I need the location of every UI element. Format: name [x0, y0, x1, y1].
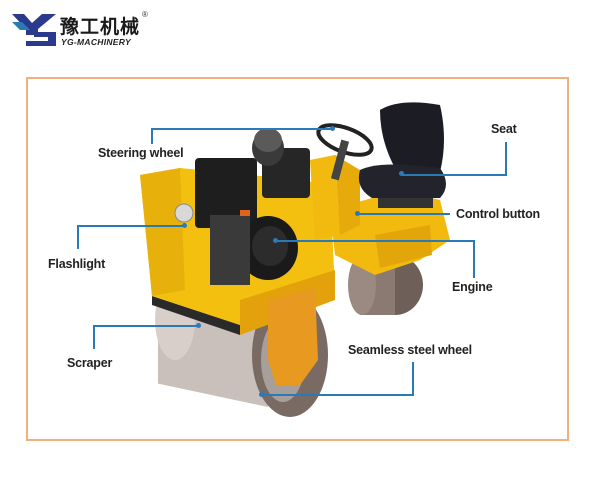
label-seat: Seat — [491, 122, 517, 136]
label-steering-wheel: Steering wheel — [98, 146, 184, 160]
brand-name-english: YG-MACHINERY — [61, 37, 132, 47]
leader-control-button — [358, 213, 450, 215]
anchor-dot-control — [355, 211, 360, 216]
leader-seat — [402, 142, 507, 176]
label-control-button: Control button — [456, 207, 540, 221]
steering-assembly — [316, 123, 374, 181]
label-scraper: Scraper — [67, 356, 113, 370]
anchor-dot-wheel — [259, 392, 264, 397]
label-flashlight: Flashlight — [48, 257, 106, 271]
brand-name-chinese: 豫工机械 — [60, 16, 141, 38]
label-engine: Engine — [452, 280, 493, 294]
leader-seamless-steel-wheel — [262, 362, 414, 396]
registered-mark: ® — [142, 10, 148, 19]
leader-flashlight — [77, 225, 186, 249]
leader-engine — [276, 240, 475, 278]
leader-scraper — [93, 325, 200, 349]
yg-logo-icon — [12, 14, 56, 46]
brand-logo: 豫工机械 ® YG-MACHINERY — [12, 10, 152, 50]
anchor-dot-seat — [399, 171, 404, 176]
anchor-dot-steering — [330, 126, 335, 131]
diagram-frame — [26, 77, 569, 441]
engine-block — [195, 128, 310, 285]
anchor-dot-flashlight — [182, 223, 187, 228]
anchor-dot-engine — [273, 238, 278, 243]
leader-steering-wheel — [151, 128, 334, 144]
anchor-dot-scraper — [196, 323, 201, 328]
label-seamless-steel-wheel: Seamless steel wheel — [348, 343, 472, 357]
seat-shape — [358, 102, 446, 208]
